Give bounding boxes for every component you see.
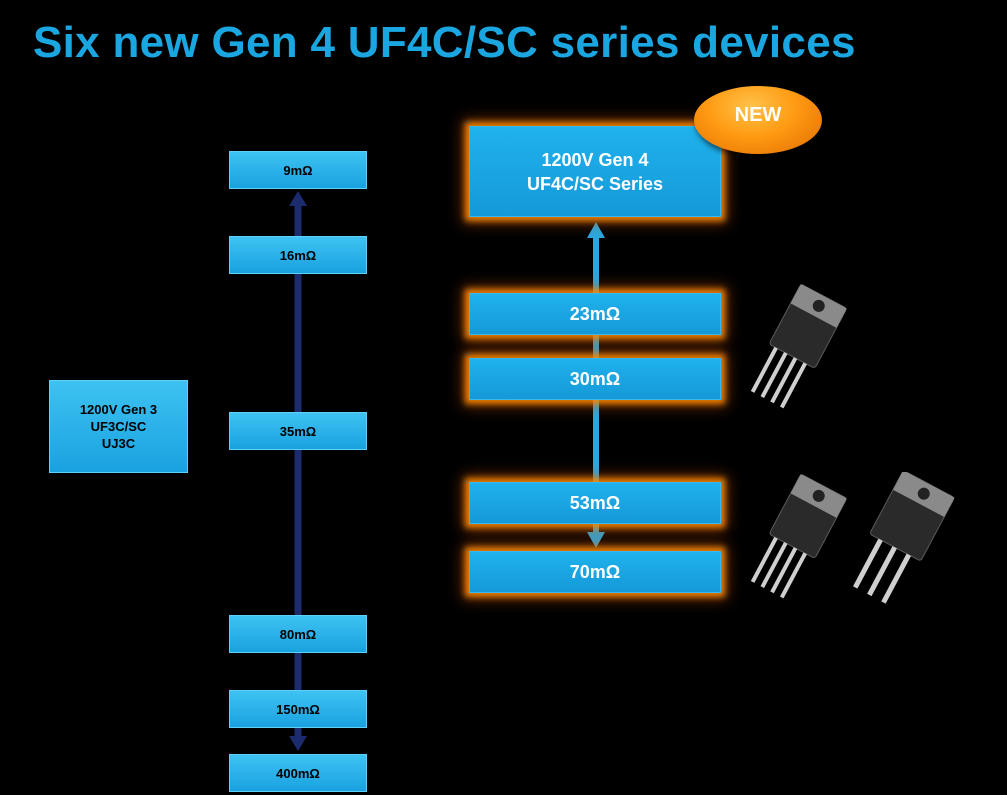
gen3-value-9mohm: 9mΩ [229, 151, 367, 189]
gen3-line-3: UJ3C [101, 436, 136, 451]
gen4-line-1: 1200V Gen 4 [541, 149, 649, 170]
gen3-line-1: 1200V Gen 3 [79, 402, 158, 417]
gen3-series-box: 1200V Gen 3 UF3C/SC UJ3C [49, 380, 188, 473]
gen3-value-400mohm: 400mΩ [229, 754, 367, 792]
gen3-value-35mohm: 35mΩ [229, 412, 367, 450]
gen4-line-2: UF4C/SC Series [526, 173, 664, 194]
gen4-value-30mohm: 30mΩ [469, 358, 721, 400]
gen4-value-53mohm: 53mΩ [469, 482, 721, 524]
gen3-line-2: UF3C/SC [90, 419, 147, 434]
to247-4lead-package-image [750, 283, 847, 409]
gen4-value-70mohm: 70mΩ [469, 551, 721, 593]
gen4-value-23mohm: 23mΩ [469, 293, 721, 335]
gen3-value-80mohm: 80mΩ [229, 615, 367, 653]
to247-4lead-package-image [750, 473, 847, 599]
page-title: Six new Gen 4 UF4C/SC series devices [33, 18, 856, 67]
new-badge: NEW [694, 86, 822, 154]
gen3-arrow [289, 191, 307, 751]
to247-3lead-package-image [853, 472, 955, 604]
gen3-value-150mohm: 150mΩ [229, 690, 367, 728]
gen3-value-16mohm: 16mΩ [229, 236, 367, 274]
gen4-series-box: 1200V Gen 4 UF4C/SC Series [469, 126, 721, 217]
